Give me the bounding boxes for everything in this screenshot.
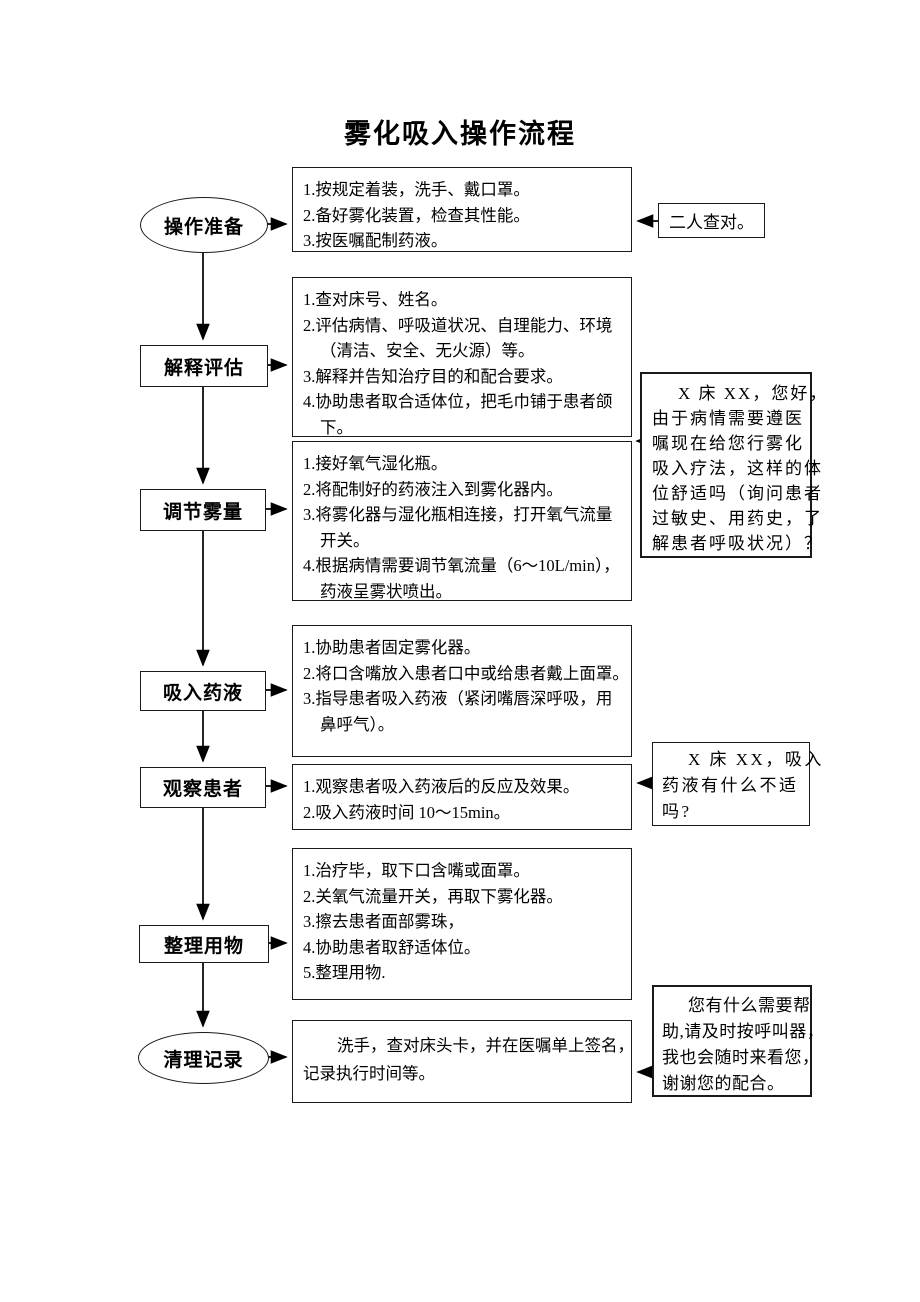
flow-node-label: 调节雾量: [162, 501, 243, 523]
flow-node-label: 清理记录: [163, 1049, 244, 1071]
step-box-adjust: 1.接好氧气湿化瓶。 2.将配制好的药液注入到雾化器内。 3.将雾化器与湿化瓶相…: [292, 441, 632, 601]
step-box-tidy: 1.治疗毕，取下口含嘴或面罩。 2.关氧气流量开关，再取下雾化器。 3.擦去患者…: [292, 848, 632, 1000]
note-line: 助,请及时按呼叫器，: [662, 1022, 825, 1041]
flow-node-inhale: 吸入药液: [140, 671, 266, 711]
step-line: 4.协助患者取合适体位，把毛巾铺于患者颌: [303, 392, 613, 411]
step-line: 药液呈雾状喷出。: [320, 581, 452, 601]
step-line: 3.擦去患者面部雾珠，: [303, 912, 464, 931]
step-line: 1.接好氧气湿化瓶。: [303, 454, 448, 473]
flow-node-label: 整理用物: [163, 935, 244, 957]
side-note-double-check: 二人查对。: [658, 203, 765, 238]
flow-node-label: 操作准备: [163, 216, 244, 238]
note-line: 我也会随时来看您，: [662, 1048, 820, 1067]
flow-node-tidy: 整理用物: [139, 925, 269, 963]
note-line: 吸入疗法，这样的体: [652, 459, 823, 478]
step-line: 3.将雾化器与湿化瓶相连接，打开氧气流量: [303, 505, 613, 524]
step-line: 2.评估病情、呼吸道状况、自理能力、环境: [303, 315, 613, 335]
flow-node-adjust: 调节雾量: [140, 489, 266, 531]
step-line: 2.备好雾化装置，检查其性能。: [303, 205, 530, 225]
side-note-farewell: 您有什么需要帮 助,请及时按呼叫器， 我也会随时来看您， 谢谢您的配合。: [652, 985, 825, 1097]
note-line: 位舒适吗（询问患者: [652, 484, 823, 503]
note-line: 二人查对。: [669, 213, 754, 232]
note-line: 吗?: [662, 802, 692, 821]
note-line: 您有什么需要帮: [688, 996, 811, 1015]
step-line: 5.整理用物.: [303, 963, 386, 982]
step-line: 记录执行时间等。: [303, 1064, 435, 1083]
step-line: 3.按医嘱配制药液。: [303, 231, 448, 250]
flow-node-record: 清理记录: [138, 1032, 269, 1084]
step-line: 1.按规定着装，洗手、戴口罩。: [303, 180, 530, 199]
step-box-observe: 1.观察患者吸入药液后的反应及效果。 2.吸入药液时间 10～15min。: [292, 764, 632, 830]
step-box-prepare: 1.按规定着装，洗手、戴口罩。 2.备好雾化装置，检查其性能。 3.按医嘱配制药…: [292, 167, 632, 252]
note-line: X 床 XX，您好，: [678, 384, 829, 403]
step-box-inhale: 1.协助患者固定雾化器。 2.将口含嘴放入患者口中或给患者戴上面罩。 3.指导患…: [292, 625, 632, 757]
side-note-greeting: X 床 XX，您好， 由于病情需要遵医 嘱现在给您行雾化 吸入疗法，这样的体 位…: [640, 372, 829, 558]
flow-node-label: 观察患者: [162, 779, 243, 800]
note-line: 嘱现在给您行雾化: [652, 434, 804, 453]
step-line: 4.根据病情需要调节氧流量（6～10L/min），: [303, 556, 620, 575]
step-line: 鼻呼气）。: [320, 714, 395, 734]
step-line: 洗手，查对床头卡，并在医嘱单上签名，: [337, 1036, 634, 1055]
side-note-discomfort: X 床 XX，吸入 药液有什么不适 吗?: [652, 742, 824, 826]
note-line: 解患者呼吸状况）？: [652, 534, 823, 553]
step-line: 1.查对床号、姓名。: [303, 290, 448, 309]
step-line: 2.将口含嘴放入患者口中或给患者戴上面罩。: [303, 663, 629, 683]
note-line: 药液有什么不适: [662, 776, 799, 795]
step-line: 3.指导患者吸入药液（紧闭嘴唇深呼吸，用: [303, 689, 613, 708]
step-line: （清洁、安全、无火源）等。: [320, 341, 535, 360]
step-line: 1.观察患者吸入药液后的反应及效果。: [303, 777, 580, 796]
note-line: 谢谢您的配合。: [662, 1074, 785, 1093]
step-box-explain: 1.查对床号、姓名。 2.评估病情、呼吸道状况、自理能力、环境 （清洁、安全、无…: [292, 277, 632, 437]
step-line: 开关。: [320, 530, 370, 550]
step-line: 2.吸入药液时间 10～15min。: [303, 802, 511, 822]
note-line: 由于病情需要遵医: [652, 409, 804, 428]
step-line: 4.协助患者取舒适体位。: [303, 937, 481, 957]
step-line: 3.解释并告知治疗目的和配合要求。: [303, 366, 563, 386]
step-box-record: 洗手，查对床头卡，并在医嘱单上签名， 记录执行时间等。: [292, 1020, 634, 1103]
step-line: 2.将配制好的药液注入到雾化器内。: [303, 479, 563, 499]
page-title: 雾化吸入操作流程: [344, 119, 576, 149]
flow-node-explain: 解释评估: [140, 345, 268, 387]
step-line: 下。: [320, 417, 353, 437]
note-line: 过敏史、用药史，了: [652, 509, 823, 528]
step-line: 1.协助患者固定雾化器。: [303, 638, 481, 657]
note-line: X 床 XX，吸入: [688, 750, 824, 769]
flow-node-observe: 观察患者: [140, 767, 266, 808]
step-line: 2.关氧气流量开关，再取下雾化器。: [303, 886, 563, 906]
flow-node-prepare: 操作准备: [140, 197, 268, 253]
flow-node-label: 吸入药液: [162, 682, 243, 704]
flow-node-label: 解释评估: [163, 357, 244, 379]
step-line: 1.治疗毕，取下口含嘴或面罩。: [303, 861, 530, 880]
